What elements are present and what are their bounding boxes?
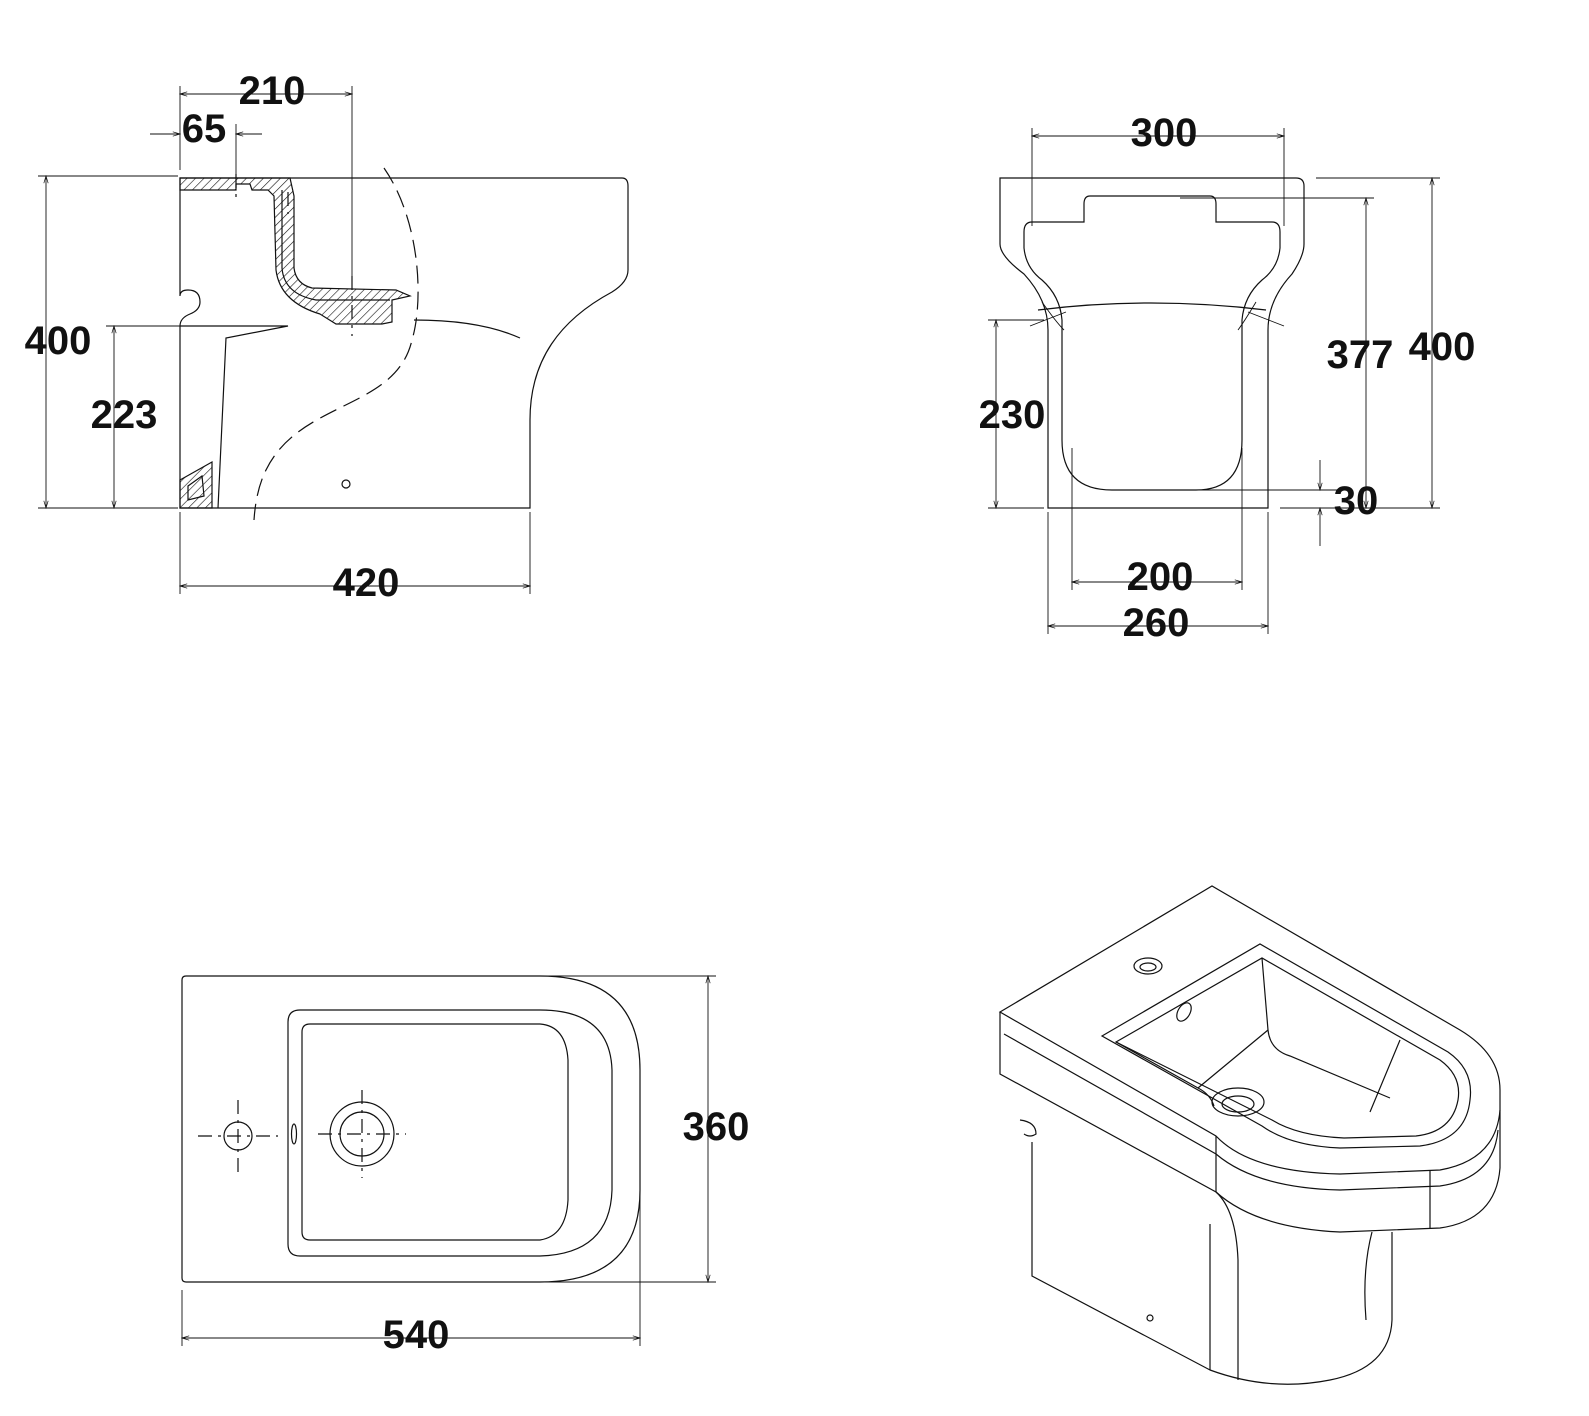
dim-front-200: 200: [1127, 555, 1194, 599]
side-outline: [179, 177, 629, 509]
iso-pedestal: [1031, 1142, 1393, 1385]
dim-front-400: 400: [1409, 325, 1476, 369]
top-view: 360 540: [182, 976, 749, 1357]
dim-front-377: 377: [1327, 333, 1394, 377]
front-view: 300 377 400 230 30 200 260: [979, 111, 1476, 645]
side-trap-section: [179, 177, 412, 325]
dim-front-260: 260: [1123, 601, 1190, 645]
dim-side-223: 223: [91, 393, 158, 437]
dim-front-300: 300: [1131, 111, 1198, 155]
front-outline: [999, 177, 1305, 509]
side-view: 210 65 400 223 420: [25, 69, 629, 605]
dim-top-360: 360: [683, 1105, 750, 1149]
top-bowl-inner: [301, 1023, 569, 1241]
dim-top-540: 540: [383, 1313, 450, 1357]
side-foot-section: [179, 460, 213, 509]
iso-top-face: [998, 885, 1501, 1175]
iso-tap-hole: [1133, 957, 1163, 975]
iso-bowl-opening: [1100, 943, 1472, 1149]
dim-side-210: 210: [239, 69, 306, 113]
dim-front-30: 30: [1334, 479, 1379, 523]
dim-front-230: 230: [979, 393, 1046, 437]
dim-side-400: 400: [25, 319, 92, 363]
dim-side-420: 420: [333, 561, 400, 605]
front-bowl-rim: [1090, 195, 1281, 440]
isometric-view: [998, 885, 1501, 1385]
dim-side-65: 65: [182, 107, 227, 151]
iso-drain: [1211, 1087, 1265, 1117]
side-hidden-curve: [253, 167, 419, 521]
top-bowl-outer: [287, 1009, 613, 1257]
